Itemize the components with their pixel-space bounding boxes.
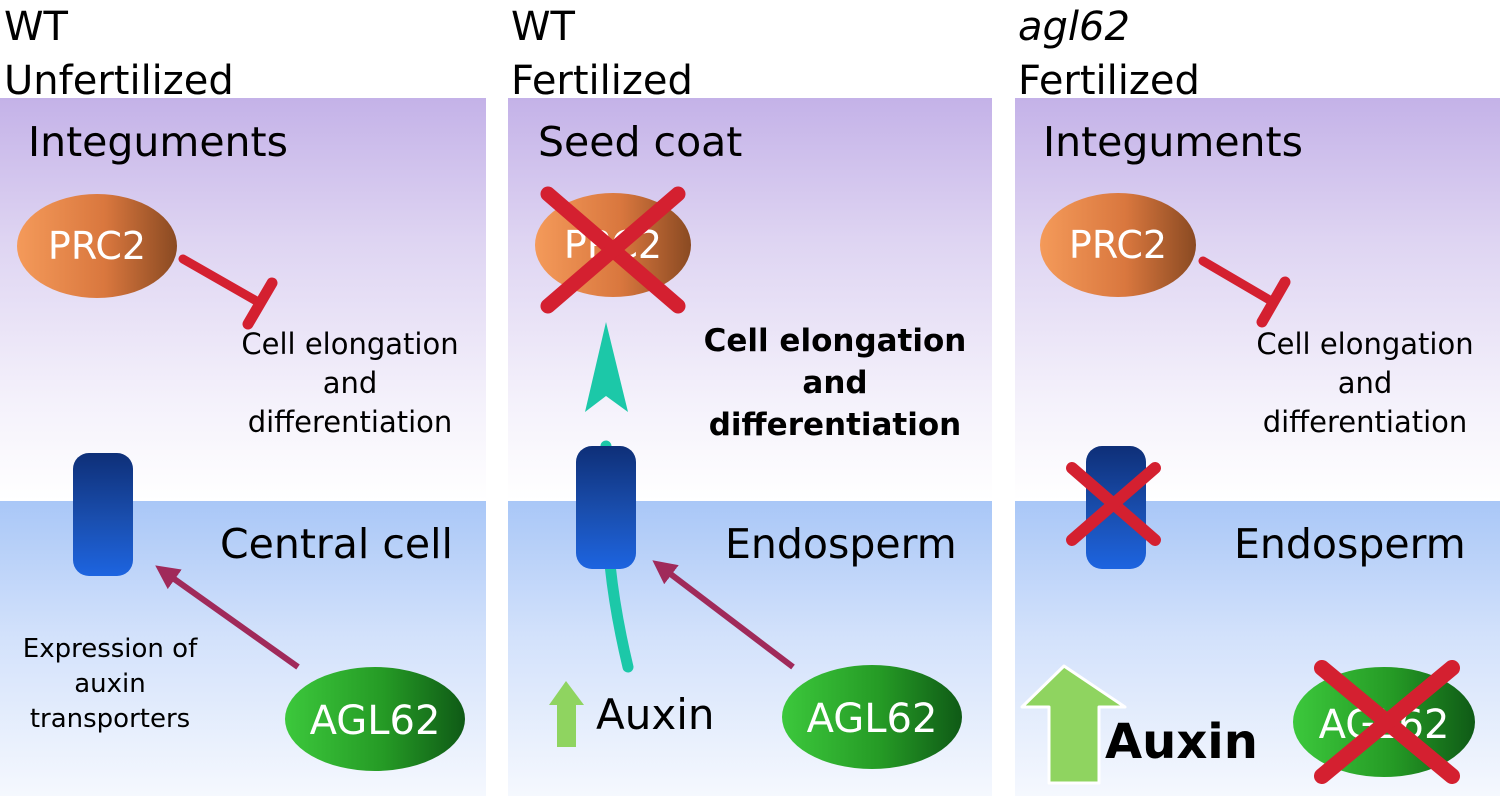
panel-1-agl62-node: AGL62	[285, 667, 465, 771]
panel-2-bottom-region-label: Endosperm	[725, 520, 957, 568]
panel-1-inhibition-arrow	[178, 254, 278, 330]
panel-1-heading: WT Unfertilized	[4, 0, 234, 108]
svg-text:PRC2: PRC2	[48, 224, 146, 268]
panel-3-top-region-label: Integuments	[1043, 118, 1303, 166]
panel-2-auxin-up-arrow-icon	[549, 681, 584, 747]
panel-1-transporter-note: Expression of auxin transporters	[22, 634, 198, 734]
panel-3-auxin-label: Auxin	[1105, 714, 1258, 770]
panel-1-bottom-region-label: Central cell	[220, 520, 453, 568]
panel-1-top-region-label: Integuments	[28, 118, 288, 166]
panel-3-condition: Fertilized	[1018, 58, 1200, 104]
panel-2-agl62-node: AGL62	[782, 665, 962, 769]
panel-2-prc2-cross-icon	[540, 186, 686, 314]
panel-3-transporter-cross-icon	[1066, 462, 1161, 546]
panel-2-auxin-label: Auxin	[596, 690, 715, 739]
panel-3-auxin-up-arrow-icon	[1020, 664, 1127, 785]
panel-3-bottom-region-label: Endosperm	[1234, 520, 1466, 568]
panel-1-effect-label: Cell elongation and differentiation	[241, 327, 459, 439]
panel-3-prc2-node: PRC2	[1040, 193, 1196, 297]
panel-2-top-region	[508, 98, 992, 501]
panel-1-auxin-transporter	[73, 453, 133, 576]
panel-2-heading: WT Fertilized	[511, 0, 693, 108]
panel-3-heading: agl62 Fertilized	[1018, 0, 1200, 108]
panel-2-activation-arrow	[652, 560, 795, 670]
panel-3-genotype: agl62	[1018, 4, 1130, 50]
svg-text:PRC2: PRC2	[1069, 223, 1167, 267]
panel-2-condition: Fertilized	[511, 58, 693, 104]
panel-2-auxin-transporter	[576, 446, 636, 569]
panel-3-inhibition-arrow	[1198, 256, 1291, 328]
panel-1-top-region	[0, 98, 486, 501]
panel-2-genotype: WT	[511, 4, 575, 50]
panel-1-prc2-node: PRC2	[17, 194, 177, 298]
panel-3-top-region	[1015, 98, 1500, 501]
panel-2-effect-label: Cell elongation and differentiation	[703, 323, 967, 443]
panel-1-genotype: WT	[4, 4, 68, 50]
panel-2-top-region-label: Seed coat	[538, 118, 743, 166]
svg-text:AGL62: AGL62	[807, 696, 938, 742]
panel-3-effect-label: Cell elongation and differentiation	[1256, 327, 1474, 439]
svg-text:AGL62: AGL62	[310, 698, 441, 744]
panel-1-condition: Unfertilized	[4, 58, 234, 104]
panel-1-activation-arrow	[155, 565, 300, 670]
panel-3-agl62-cross-icon	[1314, 660, 1460, 784]
